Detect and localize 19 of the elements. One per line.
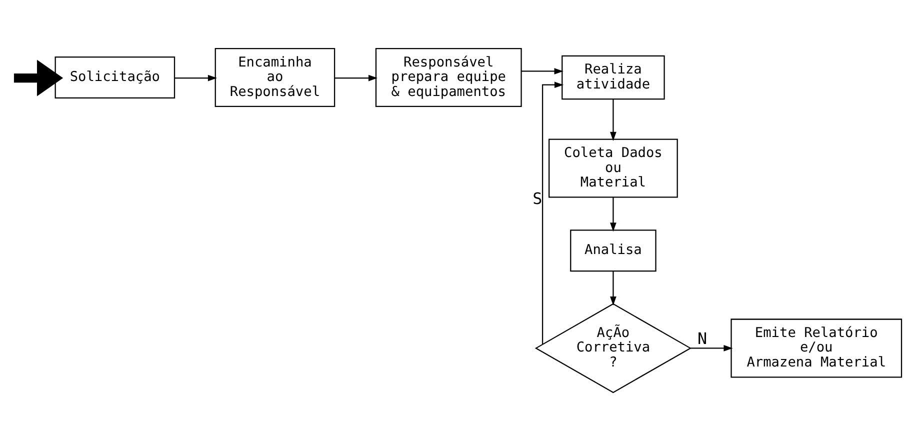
node-box: Emite Relatório e/ou Armazena Material bbox=[730, 318, 902, 378]
node-box: Realiza atividade bbox=[562, 54, 665, 100]
arrow bbox=[610, 98, 616, 141]
node-box: Analisa bbox=[570, 229, 656, 272]
arrow bbox=[610, 270, 616, 306]
arrow bbox=[14, 59, 64, 96]
edge-label: N bbox=[698, 328, 708, 348]
node-box: Encaminha ao Responsável bbox=[214, 47, 336, 106]
arrow bbox=[610, 197, 616, 232]
arrow bbox=[542, 81, 564, 344]
arrow bbox=[334, 74, 378, 81]
node-diamond: AçÃo Corretiva ? bbox=[534, 302, 692, 393]
node-box: Solicitação bbox=[54, 56, 176, 98]
arrow bbox=[174, 74, 218, 81]
edge-label: S bbox=[532, 188, 542, 208]
arrow bbox=[521, 68, 564, 74]
node-box: Responsável prepara equipe & equipamentos bbox=[375, 47, 522, 106]
node-box: Coleta Dados ou Material bbox=[548, 138, 678, 198]
arrow bbox=[690, 344, 733, 351]
